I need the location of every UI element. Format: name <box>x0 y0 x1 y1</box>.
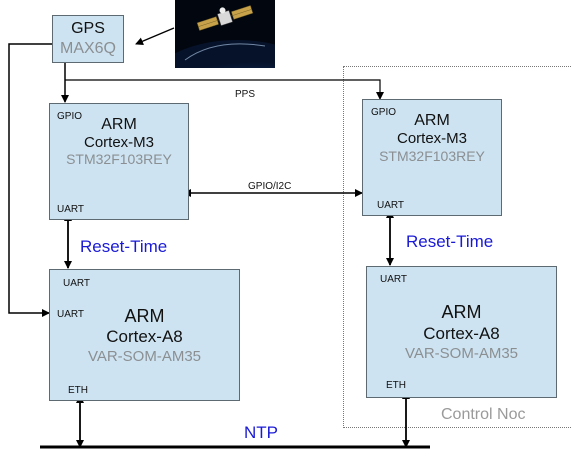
right-cortex-m3-box: GPIO ARM Cortex-M3 STM32F103REY UART <box>362 99 502 216</box>
reset-time-left-label: Reset-Time <box>80 237 168 256</box>
right-a8-uart-port: UART <box>380 274 408 285</box>
reset-time-right-label: Reset-Time <box>406 232 494 251</box>
right-a8-line2: Cortex-A8 <box>423 324 500 343</box>
satellite-image <box>175 0 275 68</box>
control-node-frame <box>343 66 571 428</box>
left-m3-gpio-port: GPIO <box>57 111 83 122</box>
left-a8-uart-mid-port: UART <box>57 309 85 320</box>
left-m3-model: STM32F103REY <box>66 151 172 167</box>
left-a8-model: VAR-SOM-AM35 <box>87 348 202 365</box>
gpio-i2c-label: GPIO/I2C <box>248 181 292 192</box>
right-m3-line2: Cortex-M3 <box>396 130 467 147</box>
right-m3-model: STM32F103REY <box>379 148 485 164</box>
gps-box: GPS MAX6Q <box>52 15 124 63</box>
right-cortex-a8-box: UART ARM Cortex-A8 VAR-SOM-AM35 ETH <box>366 266 557 398</box>
pps-label: PPS <box>235 89 256 100</box>
left-m3-uart-port: UART <box>57 204 85 215</box>
pps-right-line <box>65 79 384 100</box>
left-cortex-a8-box: UART UART ARM Cortex-A8 VAR-SOM-AM35 ETH <box>49 269 240 401</box>
right-a8-eth-port: ETH <box>386 380 406 391</box>
right-a8-line1: ARM <box>441 302 482 322</box>
right-m3-line1: ARM <box>414 112 450 129</box>
gps-to-a8-uart-line <box>8 43 52 317</box>
left-a8-uart-top-port: UART <box>63 278 91 289</box>
left-a8-line1: ARM <box>124 306 165 326</box>
right-m3-gpio-port: GPIO <box>371 107 397 118</box>
left-a8-eth-port: ETH <box>68 385 88 396</box>
right-m3-uart-port: UART <box>377 200 405 211</box>
ntp-label: NTP <box>244 423 278 442</box>
right-a8-model: VAR-SOM-AM35 <box>404 345 519 362</box>
left-a8-line2: Cortex-A8 <box>106 327 183 346</box>
gps-model: MAX6Q <box>59 40 116 57</box>
gps-title: GPS <box>71 20 105 37</box>
left-m3-line2: Cortex-M3 <box>83 134 154 151</box>
left-m3-line1: ARM <box>101 116 137 133</box>
left-cortex-m3-box: GPIO ARM Cortex-M3 STM32F103REY UART <box>49 103 189 220</box>
control-node-label: Control Noc <box>441 406 526 423</box>
satellite-to-gps-arrow <box>135 27 175 45</box>
